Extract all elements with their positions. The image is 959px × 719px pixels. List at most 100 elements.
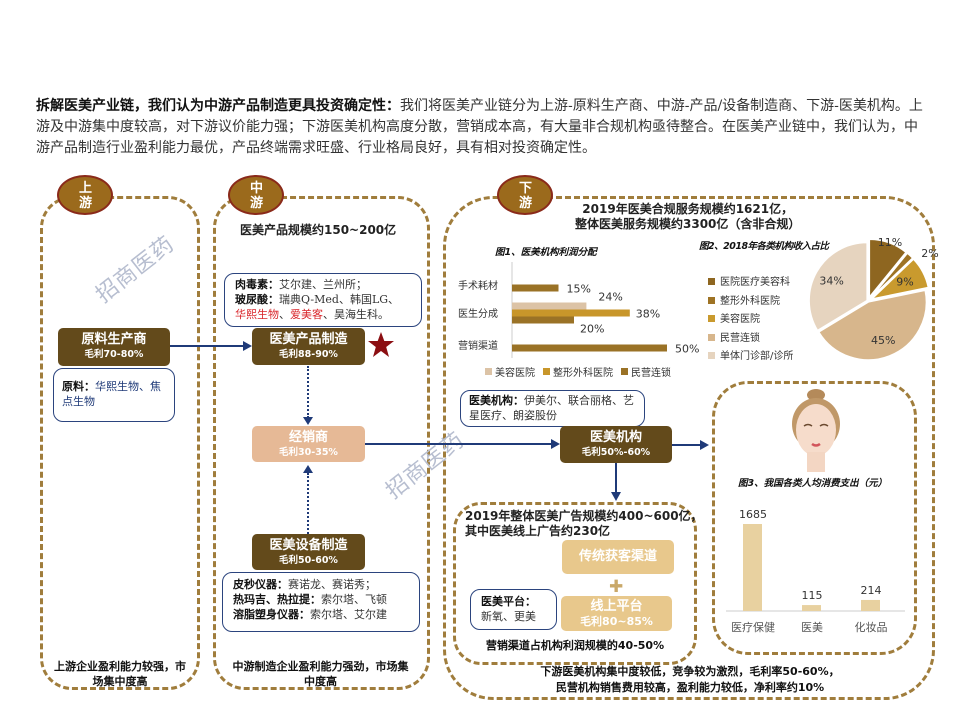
raw-material-note: 原料：华熙生物、焦点生物	[53, 368, 175, 422]
legend-swatch	[543, 368, 550, 375]
node-margin: 毛利70-80%	[84, 349, 144, 360]
bar	[512, 284, 559, 292]
midstream-scale: 医美产品规模约150~200亿	[240, 223, 397, 237]
note-highlight: 华熙生物	[235, 308, 279, 321]
note-label: 医美平台：	[481, 595, 536, 608]
bar	[743, 524, 762, 611]
downstream-footer: 下游医美机构集中度较低，竞争较为激烈，毛利率50-60%， 民营机构销售费用较高…	[500, 664, 880, 696]
bar	[861, 599, 880, 611]
legend-label: 民营连锁	[631, 366, 671, 379]
note-text: 、	[279, 308, 290, 321]
node-title: 医美机构	[589, 430, 642, 445]
footer-line: 民营机构销售费用较高，盈利能力较低，净利率约10%	[555, 681, 825, 694]
raw-material-node: 原料生产商 毛利70-80%	[58, 328, 170, 366]
star-icon	[368, 332, 394, 357]
slice-label: 34%	[819, 274, 843, 287]
bar	[512, 302, 587, 310]
upstream-region	[40, 196, 200, 690]
legend-item: 美容医院	[708, 310, 760, 325]
downstream-scale: 2019年医美合规服务规模约1621亿， 整体医美服务规模约3300亿（含非合规…	[575, 202, 800, 232]
arrow-head-icon	[700, 440, 709, 450]
arrow-head-icon	[303, 417, 313, 425]
note-text: 华熙生物、焦点生物	[62, 380, 161, 408]
category-label: 手术耗材	[458, 279, 498, 292]
data-label: 214	[861, 584, 882, 597]
data-label: 50%	[675, 343, 699, 356]
intro-paragraph: 拆解医美产业链，我们认为中游产品制造更具投资确定性：我们将医美产业链分为上游-原…	[36, 96, 926, 159]
note-text: 艾尔建、兰州所；	[279, 278, 367, 291]
arrow-distributor-to-institution	[365, 443, 553, 445]
upstream-badge: 上游	[57, 175, 113, 215]
platform-note: 医美平台： 新氧、更美	[470, 589, 557, 630]
category-label: 营销渠道	[458, 339, 498, 352]
note-text: 索尔塔、艾尔建	[310, 608, 387, 621]
arrow-raw-to-product	[170, 345, 246, 347]
chart1-title: 图1、医美机构利润分配	[495, 247, 597, 258]
pie-slice	[869, 258, 930, 301]
note-text: 新氧、更美	[481, 610, 536, 623]
plus-icon: ✚	[609, 577, 624, 597]
legend-swatch	[708, 278, 715, 285]
institution-node: 医美机构 毛利50%-60%	[560, 426, 672, 463]
chart2-title: 图2、2018年各类机构收入占比	[699, 241, 829, 252]
legend-label: 单体门诊部/诊所	[720, 351, 794, 362]
slice-label: 45%	[871, 334, 895, 347]
legend-swatch	[621, 368, 628, 375]
note-label: 热玛吉、热拉提：	[233, 593, 321, 606]
note-label: 皮秒仪器：	[233, 578, 288, 591]
legend-label: 美容医院	[495, 366, 535, 379]
chart3-title: 图3、我国各类人均消费支出（元）	[738, 478, 888, 489]
arrow-head-icon	[551, 439, 560, 449]
institution-note: 医美机构：伊美尔、联合丽格、艺星医疗、朗姿股份	[460, 390, 645, 427]
data-label: 15%	[567, 283, 591, 296]
note-highlight: 爱美客	[290, 308, 323, 321]
node-margin: 毛利88-90%	[279, 349, 338, 360]
data-label: 38%	[636, 308, 660, 321]
note-label: 医美机构：	[469, 394, 524, 407]
legend-item: 民营连锁	[708, 329, 760, 344]
chart1-profit-distribution: 手术耗材医生分成营销渠道15%24%38%20%50%美容医院整形外科医院民营连…	[458, 262, 699, 379]
ad-footer: 营销渠道占机构利润规模的40-50%	[485, 639, 665, 652]
slice-label: 9%	[896, 276, 913, 289]
consumer-region	[712, 381, 917, 655]
dotted-arrow-up	[307, 473, 309, 534]
node-title: 医美产品制造	[269, 332, 348, 347]
arrow-to-ad	[615, 463, 617, 493]
arrow-head-icon	[243, 341, 252, 351]
bar	[512, 344, 667, 352]
intro-lead: 拆解医美产业链，我们认为中游产品制造更具投资确定性：	[36, 98, 400, 114]
legend-swatch	[485, 368, 492, 375]
scale-line: 整体医美服务规模约3300亿（含非合规）	[575, 217, 801, 231]
note-label: 肉毒素：	[235, 278, 279, 291]
note-label: 玻尿酸：	[235, 293, 279, 306]
upstream-footer: 上游企业盈利能力较强，市场集中度高	[54, 660, 186, 688]
legend-item: 整形外科医院	[708, 292, 780, 307]
arrow-head-icon	[611, 492, 621, 501]
device-manufacturing-node: 医美设备制造 毛利50-60%	[252, 534, 365, 570]
legend-swatch	[708, 296, 715, 304]
node-title: 原料生产商	[81, 332, 147, 347]
distributor-node: 经销商 毛利30-35%	[252, 426, 365, 462]
ad-title-line: 其中医美线上广告约230亿	[465, 524, 611, 538]
category-label: 医生分成	[458, 307, 498, 320]
data-label: 115	[802, 589, 823, 602]
data-label: 1685	[739, 508, 767, 521]
product-note: 肉毒素：艾尔建、兰州所； 玻尿酸：瑞典Q-Med、韩国LG、 华熙生物、爱美客、…	[224, 273, 422, 327]
scale-line: 2019年医美合规服务规模约1621亿，	[582, 202, 794, 216]
category-label: 医美	[801, 621, 823, 634]
pie-slice	[868, 238, 908, 300]
data-label: 20%	[580, 323, 604, 336]
category-label: 化妆品	[855, 620, 888, 634]
chart2-revenue-share: 11%2%9%45%34%	[808, 236, 939, 361]
pie-slice	[870, 252, 914, 299]
pie-slice	[817, 289, 928, 361]
downstream-region	[443, 196, 935, 700]
note-text: 索尔塔、飞顿	[321, 593, 387, 606]
node-title: 医美设备制造	[269, 538, 348, 553]
legend-item: 单体门诊部/诊所	[708, 347, 793, 362]
note-text: 赛诺龙、赛诺秀；	[288, 578, 376, 591]
node-margin: 毛利30-35%	[279, 447, 338, 458]
node-title: 线上平台	[590, 599, 643, 614]
note-label: 原料：	[62, 380, 95, 393]
